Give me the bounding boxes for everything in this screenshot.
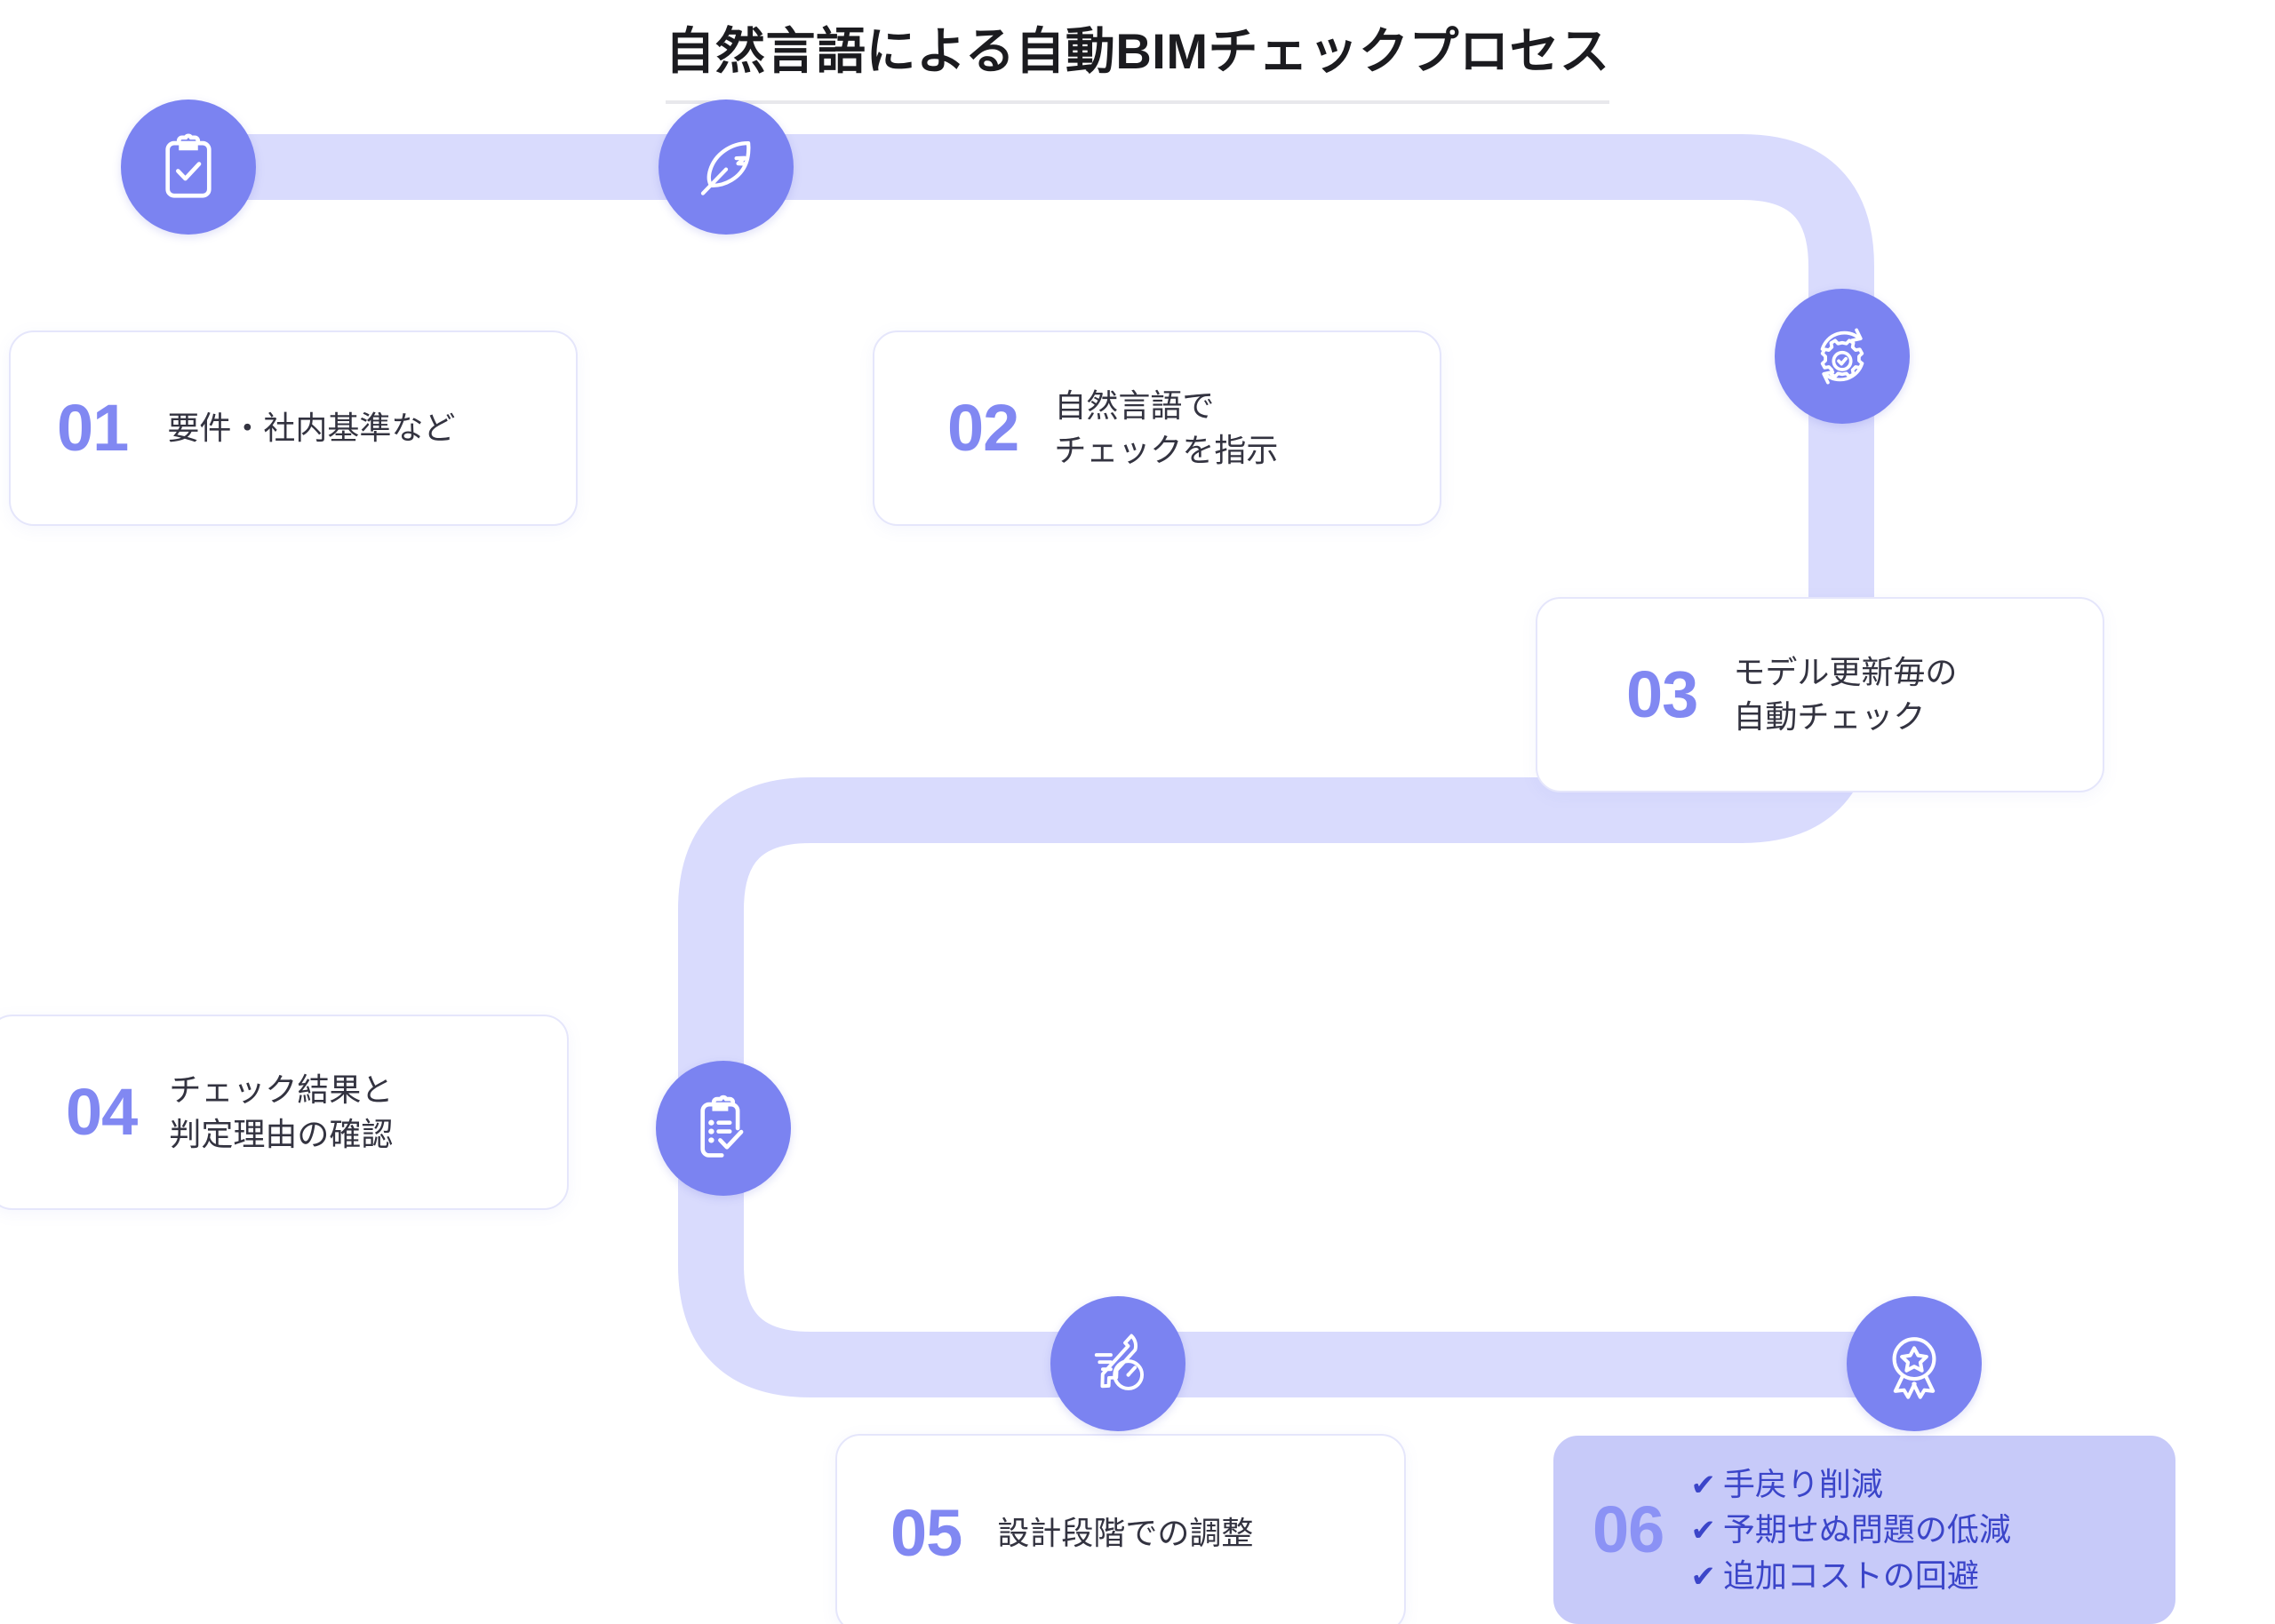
wrench-gauge-icon <box>1094 1333 1145 1390</box>
check-icon: ✔ <box>1690 1469 1716 1503</box>
benefit-label: 追加コストの回避 <box>1722 1556 1979 1594</box>
step-label-05: 設計段階での調整 <box>997 1511 1404 1556</box>
step-label-05-line-1: 設計段階での調整 <box>997 1515 1254 1552</box>
benefit-label: 手戻り削減 <box>1722 1466 1883 1503</box>
step-number-01: 01 <box>57 391 129 465</box>
step-badge-05[interactable] <box>1050 1296 1185 1431</box>
step-number-02: 02 <box>947 391 1019 465</box>
check-icon: ✔ <box>1690 1559 1716 1594</box>
step-card-03[interactable]: 03 モデル更新毎の 自動チェック <box>1536 597 2104 792</box>
clipboard-list-check-icon <box>700 1095 744 1158</box>
step-label-04-line-1: チェック結果と <box>169 1071 394 1109</box>
benefit-item: ✔ 予期せぬ問題の低減 <box>1690 1507 2174 1552</box>
step-number-03: 03 <box>1626 657 1698 731</box>
check-icon: ✔ <box>1690 1514 1716 1548</box>
step-label-04-line-2: 判定理由の確認 <box>169 1116 394 1152</box>
step-label-03-line-2: 自動チェック <box>1733 698 1926 735</box>
step-badge-02[interactable] <box>659 100 794 235</box>
step-card-05[interactable]: 05 設計段階での調整 <box>835 1434 1406 1624</box>
clipboard-check-icon <box>165 133 212 198</box>
step-label-02: 自然言語で チェックを指示 <box>1054 384 1440 472</box>
step-card-02[interactable]: 02 自然言語で チェックを指示 <box>873 330 1441 526</box>
gear-refresh-check-icon <box>1820 328 1864 385</box>
step-label-02-line-1: 自然言語で <box>1054 387 1215 425</box>
step-card-06[interactable]: 06 ✔ 手戻り削減 ✔ 予期せぬ問題の低減 ✔ 追加コストの回避 <box>1553 1436 2175 1624</box>
step-badge-01[interactable] <box>121 100 256 235</box>
page-title-container: 自然言語による自動BIMチェックプロセス <box>0 21 2275 105</box>
step-label-04: チェック結果と 判定理由の確認 <box>169 1068 567 1156</box>
step-badge-06[interactable] <box>1847 1296 1982 1431</box>
step-label-01-line-1: 要件・社内基準など <box>167 410 456 447</box>
step-label-03-line-1: モデル更新毎の <box>1733 654 1958 691</box>
feather-icon <box>700 140 751 195</box>
benefit-list: ✔ 手戻り削減 ✔ 予期せぬ問題の低減 ✔ 追加コストの回避 <box>1690 1461 2174 1598</box>
benefit-label: 予期せぬ問題の低減 <box>1722 1511 2011 1548</box>
page-title: 自然言語による自動BIMチェックプロセス <box>665 21 1610 105</box>
step-badge-04[interactable] <box>656 1061 791 1196</box>
step-card-04[interactable]: 04 チェック結果と 判定理由の確認 <box>0 1015 569 1210</box>
step-number-06: 06 <box>1592 1493 1664 1566</box>
step-badge-03[interactable] <box>1775 289 1910 424</box>
step-label-01: 要件・社内基準など <box>167 406 576 450</box>
benefit-item: ✔ 追加コストの回避 <box>1690 1553 2174 1598</box>
step-label-02-line-2: チェックを指示 <box>1054 432 1279 468</box>
step-label-03: モデル更新毎の 自動チェック <box>1733 650 2103 738</box>
step-card-01[interactable]: 01 要件・社内基準など <box>9 330 578 526</box>
step-number-04: 04 <box>66 1075 138 1149</box>
benefit-item: ✔ 手戻り削減 <box>1690 1461 2174 1507</box>
award-ribbon-star-icon <box>1892 1337 1936 1399</box>
step-number-05: 05 <box>890 1496 962 1570</box>
